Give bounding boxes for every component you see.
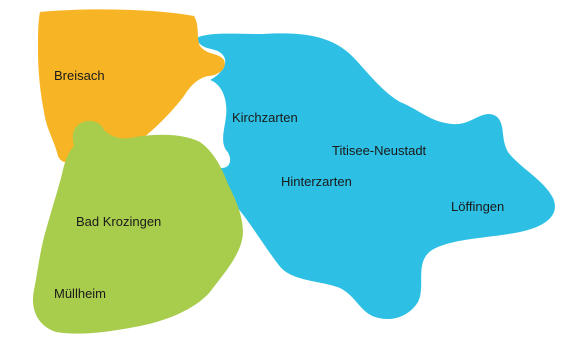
label-loeffingen: Löffingen — [451, 199, 504, 214]
label-breisach: Breisach — [54, 68, 105, 83]
label-kirchzarten: Kirchzarten — [232, 110, 298, 125]
region-dreisamtal-hochschwarzwald[interactable] — [196, 33, 555, 320]
region-markgraeflerland[interactable] — [32, 120, 243, 334]
label-titisee-neustadt: Titisee-Neustadt — [332, 143, 427, 158]
label-hinterzarten: Hinterzarten — [281, 174, 352, 189]
label-muellheim: Müllheim — [54, 286, 106, 301]
label-bad-krozingen: Bad Krozingen — [76, 214, 161, 229]
